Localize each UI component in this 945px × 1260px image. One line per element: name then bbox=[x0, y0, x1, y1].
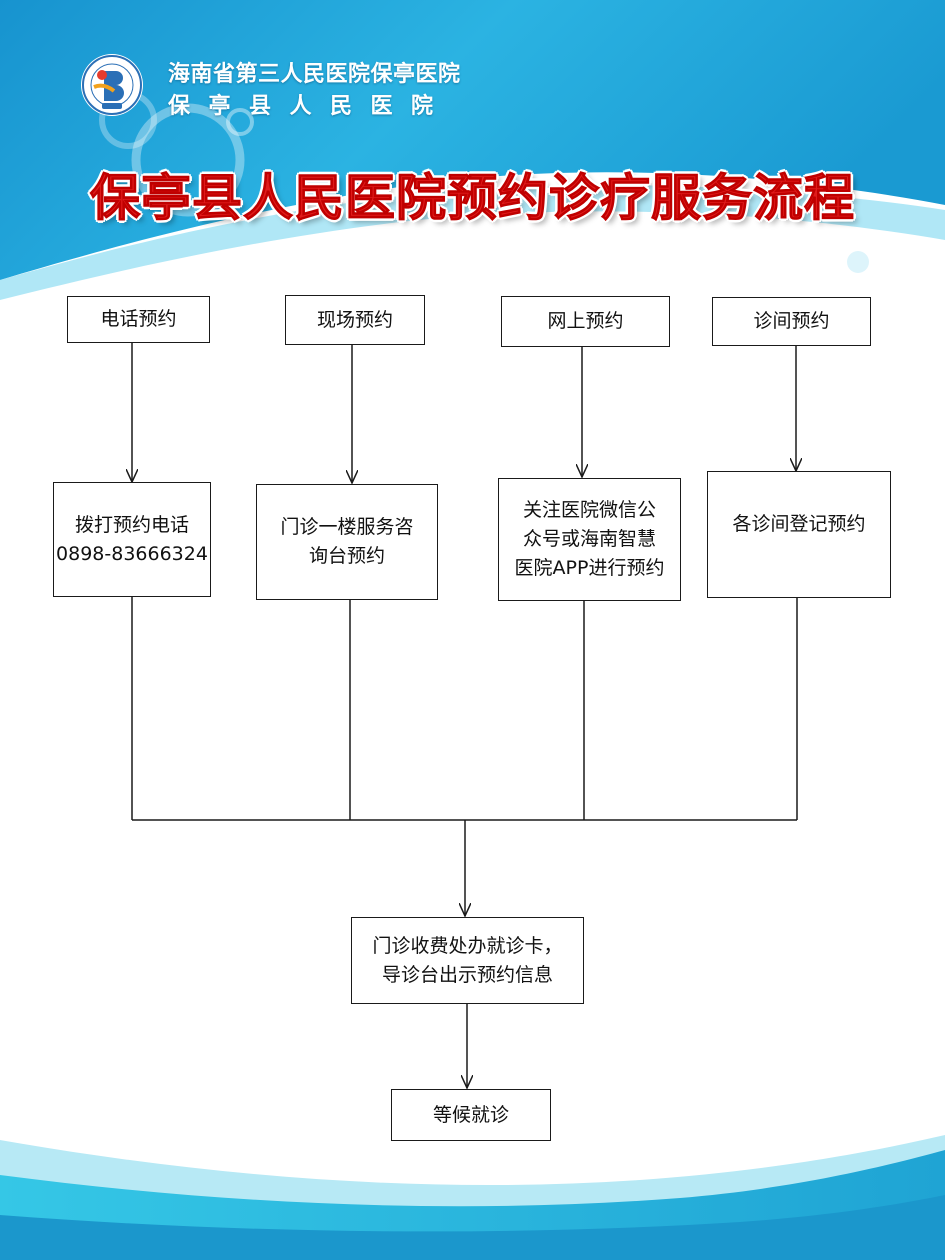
merge-step-box: 门诊收费处办就诊卡， 导诊台出示预约信息 bbox=[351, 917, 584, 1004]
channel-phone-box: 电话预约 bbox=[67, 296, 210, 343]
step-phone-box: 拨打预约电话 0898-83666324 bbox=[53, 482, 211, 597]
step-online-box: 关注医院微信公 众号或海南智慧 医院APP进行预约 bbox=[498, 478, 681, 601]
page-title: 保亭县人民医院预约诊疗服务流程 bbox=[90, 169, 855, 228]
final-step-box: 等候就诊 bbox=[391, 1089, 551, 1141]
step-clinic-box: 各诊间登记预约 bbox=[707, 471, 891, 598]
hospital-logo bbox=[81, 54, 143, 116]
org-name-line1: 海南省第三人民医院保亭医院 bbox=[168, 62, 461, 87]
step-onsite-box: 门诊一楼服务咨 询台预约 bbox=[256, 484, 438, 600]
channel-onsite-box: 现场预约 bbox=[285, 295, 425, 345]
channel-online-box: 网上预约 bbox=[501, 296, 670, 347]
channel-clinic-box: 诊间预约 bbox=[712, 297, 871, 346]
org-name-line2: 保亭县人民医院 bbox=[168, 94, 452, 119]
